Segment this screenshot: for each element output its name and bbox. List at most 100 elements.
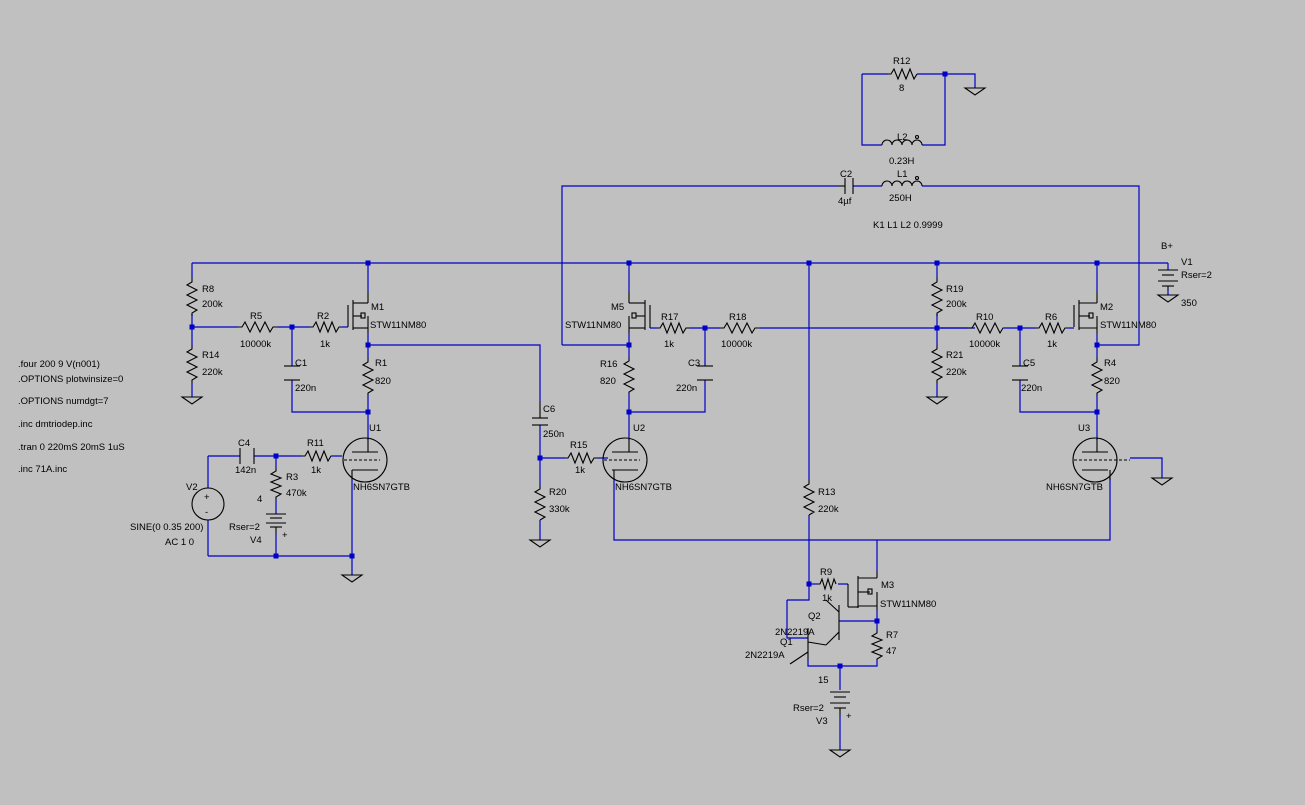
coupling-k1: K1 L1 L2 0.9999 [873, 220, 943, 231]
model-q1: 2N2219A [745, 650, 785, 661]
value-r8: 200k [202, 299, 223, 310]
plus-v3: + [846, 711, 852, 722]
label-r1: R1 [375, 358, 387, 369]
resistor-r15 [565, 451, 597, 465]
ground-r20 [528, 539, 552, 548]
resistor-r9 [818, 577, 837, 591]
label-r20: R20 [549, 487, 566, 498]
label-u1: U1 [369, 423, 381, 434]
ground-r14 [180, 396, 204, 405]
model-q2: 2N2219A [775, 627, 815, 638]
mosfet-m5 [628, 292, 651, 333]
svg-text:+: + [204, 492, 210, 503]
ground-u3 [1150, 477, 1174, 486]
value-r19: 200k [946, 299, 967, 310]
label-r13: R13 [818, 487, 835, 498]
model-u2: NH6SN7GTB [615, 482, 672, 493]
value-v1: 350 [1181, 298, 1197, 309]
svg-text:-: - [205, 507, 208, 518]
label-c1: C1 [295, 358, 307, 369]
model-m5: STW11NM80 [565, 320, 621, 331]
value-r18: 10000k [721, 339, 752, 350]
label-r15: R15 [570, 440, 587, 451]
ground-r12 [963, 87, 987, 96]
label-v3: V3 [816, 716, 828, 727]
label-c4: C4 [238, 438, 250, 449]
label-r10: R10 [976, 312, 993, 323]
label-m2: M2 [1100, 302, 1113, 313]
value-v3: 15 [818, 675, 829, 686]
label-c5: C5 [1023, 358, 1035, 369]
value-r15: 1k [575, 465, 585, 476]
value-r7: 47 [886, 646, 897, 657]
label-v2: V2 [186, 482, 198, 493]
value-r16: 820 [600, 376, 616, 387]
label-q2: Q2 [808, 611, 821, 622]
ground-u1 [340, 574, 364, 583]
value-r17: 1k [664, 339, 674, 350]
label-r18: R18 [729, 312, 746, 323]
resistor-r21 [930, 345, 944, 383]
value2-v2: AC 1 0 [165, 537, 194, 548]
value-r1: 820 [375, 376, 391, 387]
value-r11: 1k [311, 465, 321, 476]
value-r4: 820 [1104, 376, 1120, 387]
battery-v4 [266, 513, 286, 534]
capacitor-c6 [532, 402, 548, 426]
capacitor-c1 [284, 365, 300, 381]
inductor-l2 [881, 139, 923, 146]
label-m5: M5 [611, 302, 624, 313]
resistor-r7 [870, 630, 884, 660]
value-c6: 250n [543, 429, 564, 440]
value-r13: 220k [818, 504, 839, 515]
resistor-r17 [657, 321, 689, 335]
label-q1: Q1 [780, 637, 793, 648]
label-r2: R2 [317, 311, 329, 322]
value-r14: 220k [202, 367, 223, 378]
capacitor-c2 [838, 178, 854, 194]
resistor-r5 [238, 320, 278, 334]
directive-options-plotwinsize: .OPTIONS plotwinsize=0 [18, 374, 123, 385]
value-r2: 1k [320, 339, 330, 350]
resistor-r20 [533, 485, 547, 521]
directive-tran: .tran 0 220mS 20mS 1uS [18, 442, 125, 453]
label-r16: R16 [600, 359, 617, 370]
junctions [189, 71, 1100, 669]
ser-v4: Rser=2 [229, 522, 260, 533]
directive-inc-71a: .inc 71A.inc [18, 464, 67, 475]
ser-v3: Rser=2 [793, 703, 824, 714]
battery-v1 [1158, 269, 1178, 290]
model-u3: NH6SN7GTB [1046, 482, 1103, 493]
mosfet-m2 [1073, 292, 1098, 333]
value-r21: 220k [946, 367, 967, 378]
label-u3: U3 [1078, 423, 1090, 434]
value-l2: 0.23H [889, 156, 914, 167]
label-c6: C6 [543, 404, 555, 415]
value-c5: 220n [1021, 383, 1042, 394]
resistor-r11 [302, 449, 332, 463]
model-m2: STW11NM80 [1100, 320, 1156, 331]
label-bplus: B+ [1161, 241, 1173, 252]
value-r5: 10000k [240, 339, 271, 350]
value-c4: 142n [235, 465, 256, 476]
label-l2: L2 [897, 132, 908, 143]
label-c3: C3 [688, 358, 700, 369]
resistor-r19 [930, 278, 944, 316]
value-c2: 4µf [838, 196, 852, 207]
label-r19: R19 [946, 284, 963, 295]
triode-u1 [342, 437, 388, 483]
label-r8: R8 [202, 284, 214, 295]
resistor-r16 [622, 358, 636, 393]
ground-r21 [925, 396, 949, 405]
resistor-r18 [720, 321, 760, 335]
plus-v4: + [282, 530, 288, 541]
model-u1: NH6SN7GTB [353, 482, 410, 493]
directive-options-numdgt: .OPTIONS numdgt=7 [18, 396, 109, 407]
value-r3: 470k [286, 488, 307, 499]
model-m1: STW11NM80 [370, 320, 426, 331]
label-v4: V4 [250, 535, 262, 546]
value-r12: 8 [899, 83, 904, 94]
label-r7: R7 [886, 630, 898, 641]
